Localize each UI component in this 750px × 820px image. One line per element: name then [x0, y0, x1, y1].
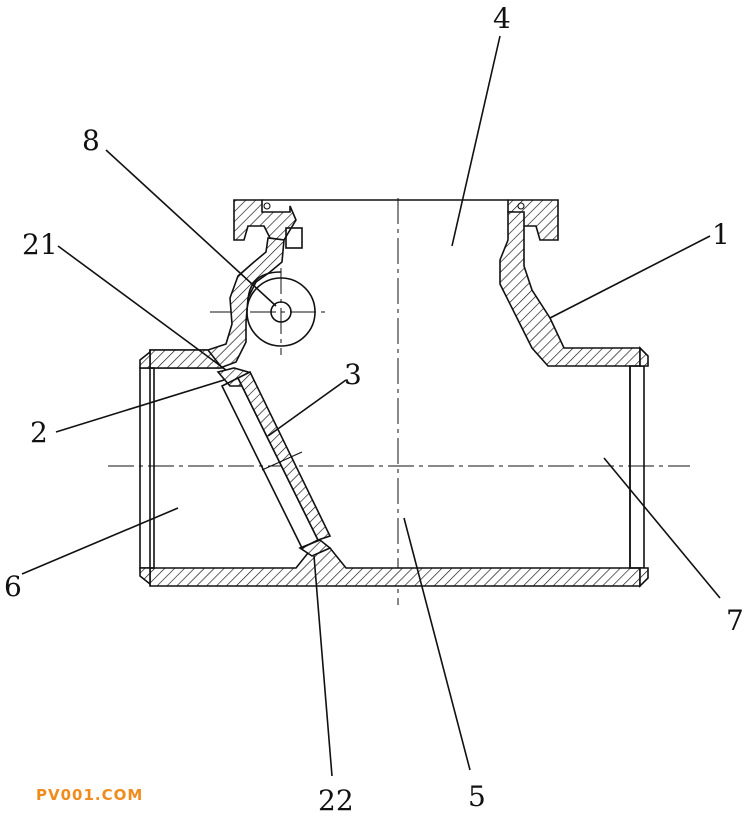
hinge-pin [270, 301, 292, 323]
left-bolt-mark [263, 202, 271, 210]
right-neck-wall [499, 211, 641, 367]
leader-1 [549, 235, 711, 319]
label-1: 1 [712, 218, 730, 251]
leader-3 [267, 379, 347, 437]
leader-22 [313, 555, 333, 777]
label-8: 8 [82, 124, 100, 157]
left-ring-bottom [139, 567, 151, 586]
bottom-wall [149, 547, 641, 587]
label-6: 6 [4, 570, 22, 603]
centerlines [108, 198, 690, 605]
watermark: PV001.COM [36, 786, 143, 804]
leader-5 [403, 517, 471, 771]
disc-2 [220, 376, 320, 550]
right-wall-section [499, 211, 641, 367]
label-22: 22 [318, 784, 354, 817]
disc-tick [261, 451, 303, 471]
label-4: 4 [493, 2, 511, 35]
label-7: 7 [726, 604, 744, 637]
leader-7 [603, 457, 721, 599]
main-body [139, 346, 649, 588]
leader-2 [55, 379, 225, 433]
label-21: 21 [22, 228, 58, 261]
right-end-ring [629, 365, 645, 569]
right-ring-bottom [639, 567, 649, 588]
label-2: 2 [30, 416, 48, 449]
leader-6 [21, 507, 179, 575]
label-3: 3 [344, 358, 362, 391]
right-bolt-mark [517, 202, 525, 210]
left-neck-wall [149, 237, 316, 369]
part-labels: 4 1 8 21 2 3 6 7 5 22 [4, 2, 744, 817]
leader-4 [451, 35, 501, 247]
left-ring-top [139, 350, 151, 369]
leader-lines [21, 35, 721, 777]
left-lug-boss [285, 227, 303, 249]
leader-21 [57, 245, 227, 371]
left-end-ring [139, 367, 155, 569]
hinge-outline [247, 271, 282, 301]
right-ring-top [639, 346, 649, 367]
label-5: 5 [468, 780, 486, 813]
left-wall-section [149, 237, 285, 369]
leader-8 [105, 149, 277, 307]
seat-and-disc [216, 367, 332, 557]
disc-3-plate [236, 370, 332, 541]
hinge-housing [246, 277, 316, 347]
